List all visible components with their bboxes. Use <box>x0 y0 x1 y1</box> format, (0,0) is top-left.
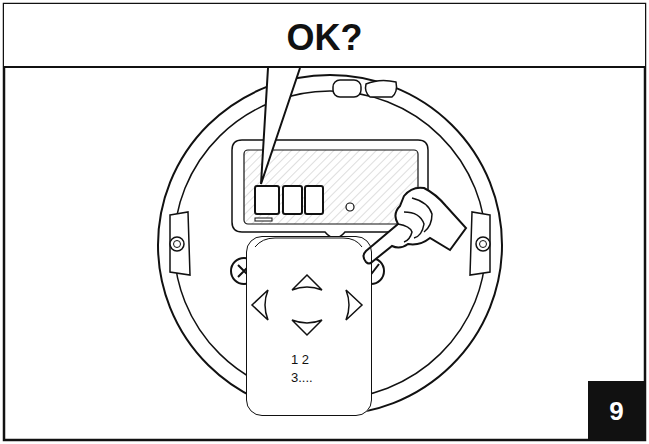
display-digit <box>305 186 323 214</box>
control-card: 1 2 3.... <box>246 236 372 416</box>
display-digit <box>255 186 279 214</box>
indicator-lens <box>366 80 397 97</box>
arrow-up <box>292 275 322 290</box>
screw-hole <box>480 241 487 248</box>
display-screen <box>244 150 418 224</box>
pointing-hand <box>364 188 467 264</box>
header-band: OK? <box>4 4 645 68</box>
card-rim <box>255 238 362 247</box>
callout-pointer <box>261 68 300 184</box>
side-tab <box>170 212 190 275</box>
display-digit <box>283 186 302 214</box>
side-tab <box>470 212 490 275</box>
housing-outline <box>158 75 502 415</box>
card-fill <box>246 236 372 416</box>
finger-lines <box>398 198 432 242</box>
arrow-left <box>252 290 268 320</box>
menu-list: 1 2 3.... <box>291 351 313 387</box>
screw-hole <box>170 237 184 251</box>
arrow-down <box>292 320 322 335</box>
indicator-lens <box>333 80 361 97</box>
display-dot <box>346 203 354 211</box>
heading-text: OK? <box>287 18 363 58</box>
step-number-box: 9 <box>588 381 645 440</box>
step-number: 9 <box>609 396 623 426</box>
screw-hole <box>174 241 181 248</box>
panel-frame <box>4 4 645 440</box>
screw-hole <box>476 237 490 251</box>
display-bar <box>255 218 272 221</box>
arrow-right <box>346 290 362 320</box>
